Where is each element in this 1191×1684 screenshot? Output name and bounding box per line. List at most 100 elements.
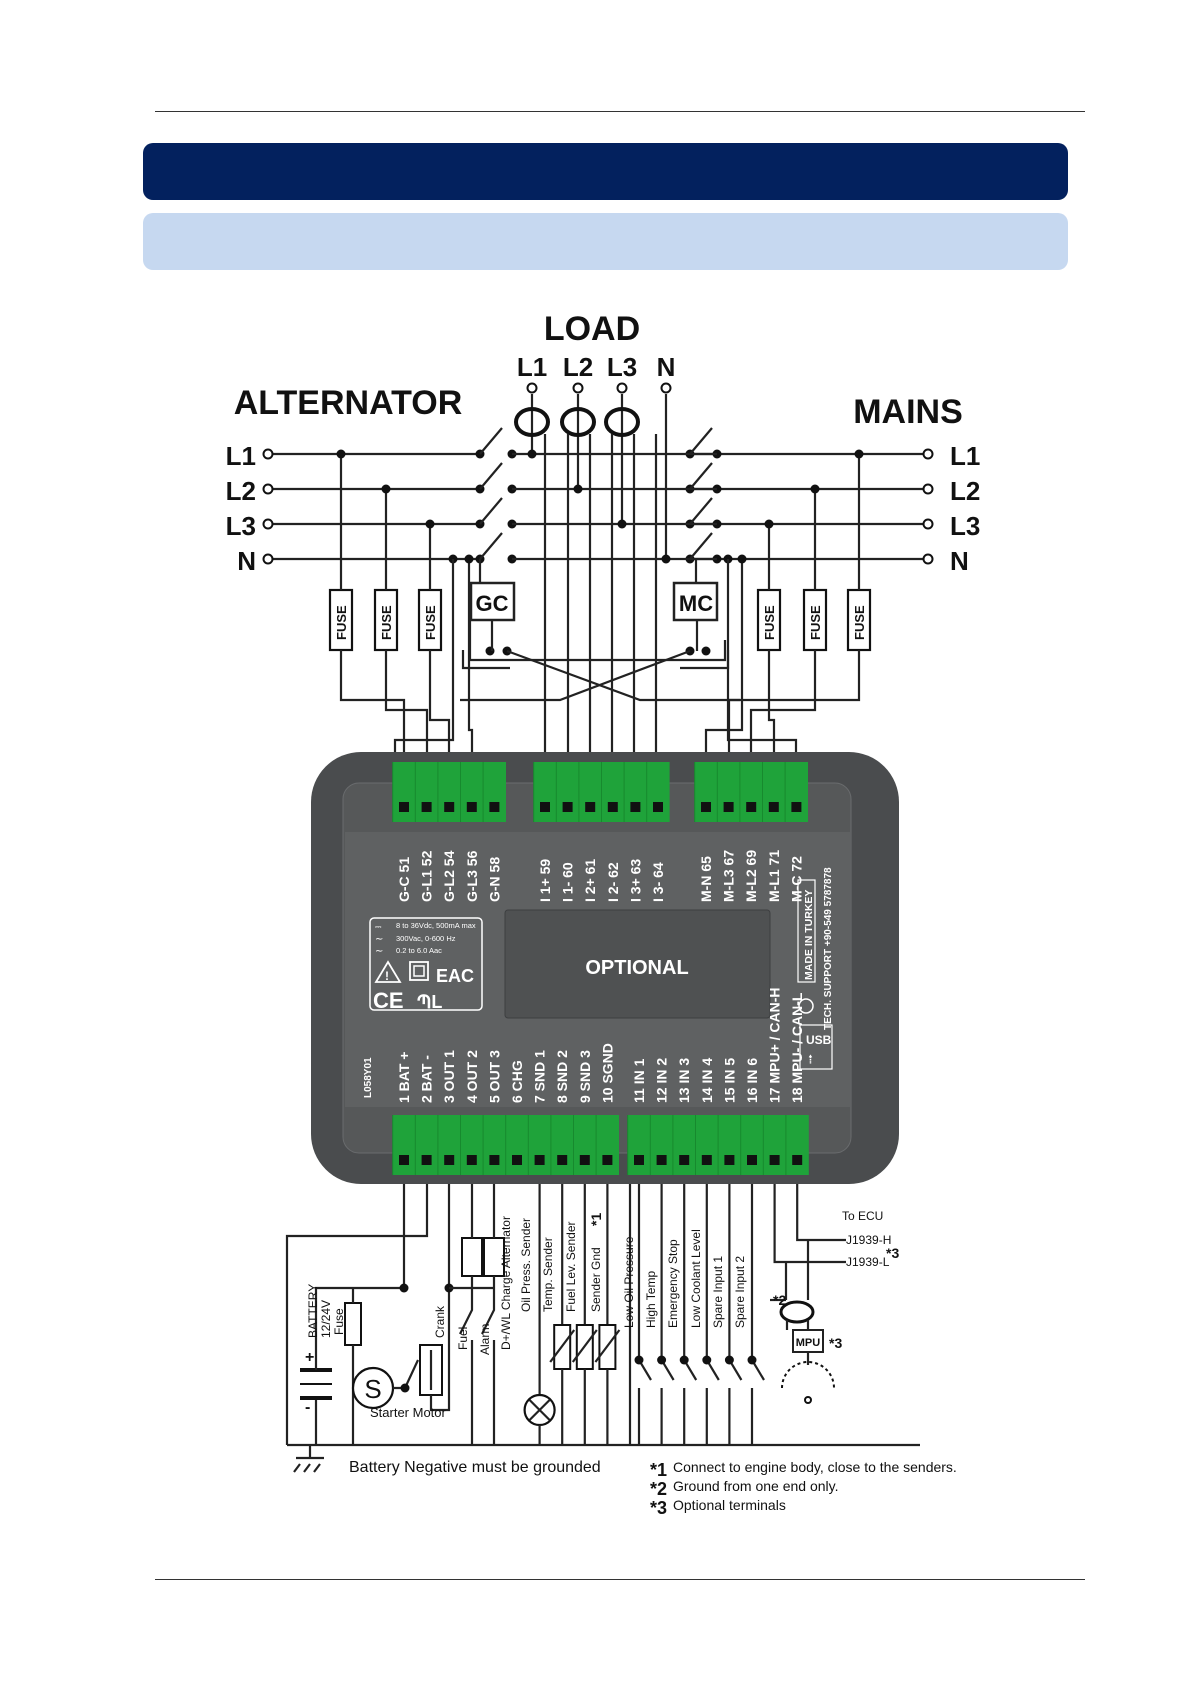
bottom-rule [155, 1579, 1085, 1580]
sender-arrow [549, 1329, 576, 1363]
optional-label: OPTIONAL [585, 957, 688, 979]
alarm-label: Alarm [478, 1324, 492, 1355]
mpu-wire [784, 1240, 810, 1300]
load-title: LOAD [544, 310, 640, 348]
wire [528, 1399, 551, 1421]
junction-dot [702, 1355, 712, 1365]
wire [726, 559, 798, 762]
usb-port[interactable] [799, 1024, 833, 1070]
contact-blade [479, 427, 503, 455]
terminal-screw [399, 802, 409, 812]
load-l2-label: L2 [563, 352, 593, 382]
bottom-terminal-label: 2 BAT - [419, 1055, 435, 1103]
wire [785, 1320, 810, 1330]
junction-dot [425, 519, 435, 529]
mc-contactor [672, 581, 719, 622]
junction-dot [527, 449, 537, 459]
sender-gnd-label: Sender Gnd [589, 1247, 603, 1312]
fuel-relay [461, 1237, 483, 1277]
junction-dot [724, 1355, 734, 1365]
mc-label: MC [679, 591, 713, 616]
bottom-terminal-label: 12 IN 2 [654, 1058, 670, 1103]
terminal-screw [723, 802, 734, 812]
contact-blade [479, 532, 503, 560]
wire [339, 650, 406, 762]
gc-contactor [469, 581, 516, 622]
charge-alternator-label: D+/WL Charge Alternator [499, 1216, 513, 1350]
optional-panel [504, 909, 771, 1019]
alternator-terminal-label: G-C 51 [396, 857, 412, 902]
junction-dot [854, 449, 864, 459]
spec-box [369, 917, 483, 1011]
load-l3-label: L3 [607, 352, 637, 382]
to-ecu-label: To ECU [842, 1209, 883, 1223]
j1939-h-label: J1939-H [846, 1233, 891, 1247]
spec-ac-current: 0.2 to 6.0 Aac [396, 946, 442, 955]
spare-input-2-label: Spare Input 2 [733, 1256, 747, 1328]
mpu-shield-ring [779, 1300, 815, 1324]
ac-symbol-icon: ∼ [375, 946, 383, 957]
bottom-terminal-label: 17 MPU+ / CAN-H [767, 987, 783, 1103]
bottom-terminal-block-b [627, 1115, 809, 1175]
terminal-screw [679, 1155, 690, 1165]
terminal-screw [585, 802, 596, 812]
bottom-terminal-label: 11 IN 1 [631, 1058, 647, 1103]
flywheel-center [804, 1396, 812, 1404]
terminal-screw [421, 802, 432, 812]
spare-input-1-label: Spare Input 1 [711, 1256, 725, 1328]
terminal-screw [607, 802, 618, 812]
wire [384, 650, 429, 762]
low-coolant-level-label: Low Coolant Level [689, 1229, 703, 1328]
terminal-screw [534, 1155, 545, 1165]
bottom-terminal-label: 15 IN 5 [721, 1058, 737, 1103]
fuel-label: Fuel [456, 1327, 470, 1350]
terminal-screw [630, 802, 641, 812]
ul-mark-icon: ՊL [417, 992, 442, 1012]
made-in-label: MADE IN TURKEY [803, 890, 815, 980]
wire [680, 650, 730, 670]
note-3-mark: *3 [650, 1498, 667, 1518]
bottom-terminal-label: 1 BAT + [396, 1052, 412, 1103]
junction-dot [737, 554, 747, 564]
mains-title: MAINS [853, 393, 963, 431]
junction-dot [634, 1355, 644, 1365]
ground-symbol-icon [293, 1445, 324, 1473]
double-insulation-icon [409, 961, 429, 981]
bottom-terminal-label: 6 CHG [509, 1060, 525, 1103]
ecu-optional-note: *3 [886, 1245, 899, 1261]
terminal-screw [466, 1155, 477, 1165]
terminal-screw [792, 1155, 803, 1165]
temp-sender-label: Temp. Sender [541, 1237, 555, 1312]
double-insulation-inner [413, 965, 425, 977]
junction-dot [464, 554, 474, 564]
mpu-label: MPU [796, 1337, 821, 1349]
fuse-label: FUSE [852, 605, 867, 640]
junction-dot [573, 484, 583, 494]
j1939-l-wire [773, 1175, 846, 1264]
usb-label: USB [806, 1033, 832, 1047]
terminal-ring [262, 448, 274, 460]
sender-arrow [571, 1329, 598, 1363]
mains-terminal-label: M-L2 69 [743, 850, 759, 902]
starter-motor-symbol: S [364, 1374, 381, 1404]
terminal-screw [421, 1155, 432, 1165]
wire [461, 650, 510, 670]
junction-dot [701, 646, 711, 656]
dc-symbol-icon: ⎓ [375, 922, 382, 931]
alternator-terminal-label: G-L2 54 [441, 850, 457, 902]
shield-ground-note: *2 [773, 1292, 786, 1308]
bottom-terminal-label: 7 SND 1 [532, 1050, 548, 1103]
bottom-terminal-block-a [392, 1115, 619, 1175]
terminal-screw [579, 1155, 590, 1165]
tech-support-label: TECH. SUPPORT +90-549 5787878 [823, 867, 834, 1030]
warning-mark: ! [385, 969, 389, 983]
terminal-ring [660, 382, 672, 394]
sender-arrow [594, 1329, 621, 1363]
cross-wire [460, 649, 691, 702]
terminal-ring [572, 382, 584, 394]
alternator-terminal-label: G-L3 56 [464, 850, 480, 902]
mains-l2-label: L2 [950, 476, 980, 506]
terminal-ring [922, 483, 934, 495]
fuse-label: FUSE [334, 605, 349, 640]
